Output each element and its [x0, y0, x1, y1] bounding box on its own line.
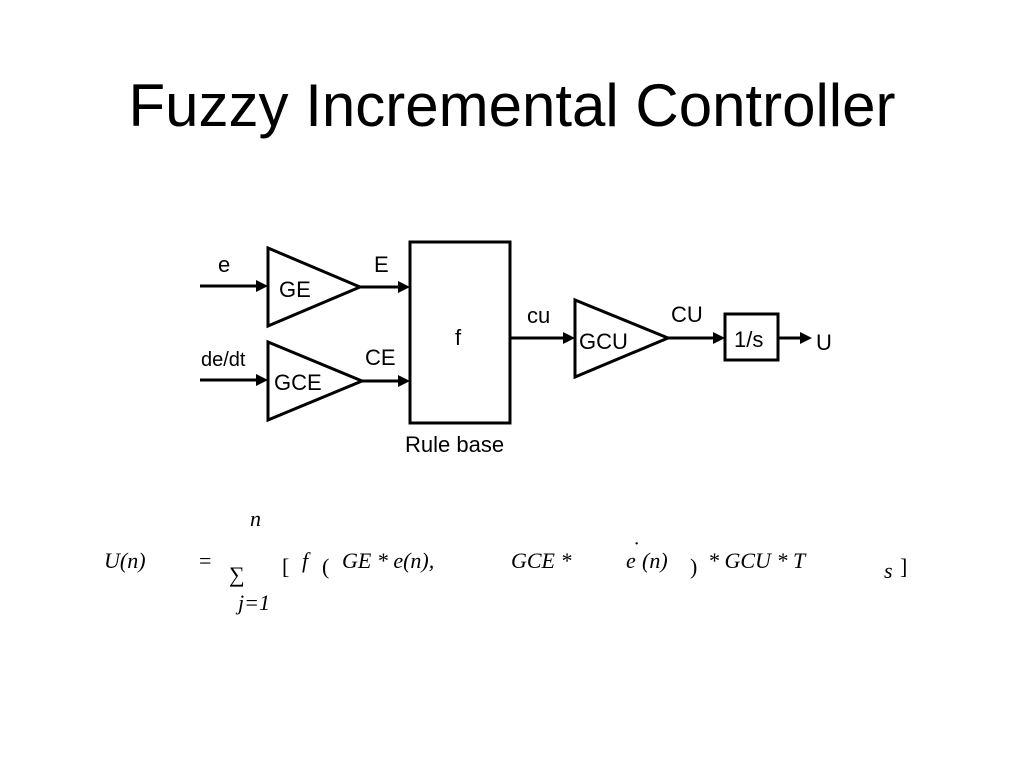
- gce-gain-block: [266, 339, 366, 423]
- cu-arrowhead: [563, 332, 575, 344]
- scaled-change-output-label: CU: [671, 302, 703, 327]
- formula-term-gce: GCE *: [511, 548, 572, 573]
- formula-term-gcu: * GCU * T: [708, 548, 807, 573]
- formula-close-bracket: ]: [900, 554, 907, 579]
- input-e-arrowhead: [256, 280, 268, 292]
- rule-base-caption: Rule base: [405, 432, 504, 457]
- e-scaled-arrowhead: [398, 281, 410, 293]
- output-arrowhead: [800, 332, 812, 344]
- ge-gain-label: GE: [279, 277, 311, 302]
- formula-dot-accent: ˙: [633, 537, 640, 562]
- input-e-label: e: [218, 252, 230, 277]
- formula-subscript: s: [884, 558, 893, 583]
- formula-equals: =: [199, 548, 211, 573]
- cu-scaled-arrowhead: [713, 332, 725, 344]
- gcu-gain-label: GCU: [579, 329, 628, 354]
- scaled-error-label: E: [374, 252, 389, 277]
- formula-open-paren: (: [322, 554, 329, 579]
- formula-open-bracket: [: [282, 554, 289, 579]
- integrator-label: 1/s: [734, 327, 763, 352]
- formula-sum-lower: j=1: [235, 590, 270, 615]
- slide-title: Fuzzy Incremental Controller: [128, 72, 896, 139]
- ce-scaled-arrowhead: [398, 375, 410, 387]
- ge-gain-block: [266, 245, 364, 329]
- formula-term-ge: GE * e(n),: [342, 548, 434, 573]
- rule-base-block: [408, 240, 512, 425]
- gce-gain-label: GCE: [274, 370, 322, 395]
- scaled-change-error-label: CE: [365, 345, 396, 370]
- gcu-gain-block: [573, 297, 672, 380]
- output-label: U: [816, 330, 832, 355]
- change-output-label: cu: [527, 303, 550, 328]
- formula-term-gce-suffix: (n): [642, 548, 668, 573]
- formula-lhs: U(n): [104, 548, 146, 573]
- formula-sum-symbol: ∑: [229, 562, 245, 587]
- formula-e-dot-symbol: e: [626, 548, 636, 573]
- rule-function-label: f: [455, 325, 462, 350]
- input-dedt-arrowhead: [256, 374, 268, 386]
- formula-sum-upper: n: [250, 506, 261, 531]
- formula-f: f: [302, 548, 311, 573]
- input-dedt-label: de/dt: [201, 349, 246, 371]
- formula-close-paren: ): [690, 554, 697, 579]
